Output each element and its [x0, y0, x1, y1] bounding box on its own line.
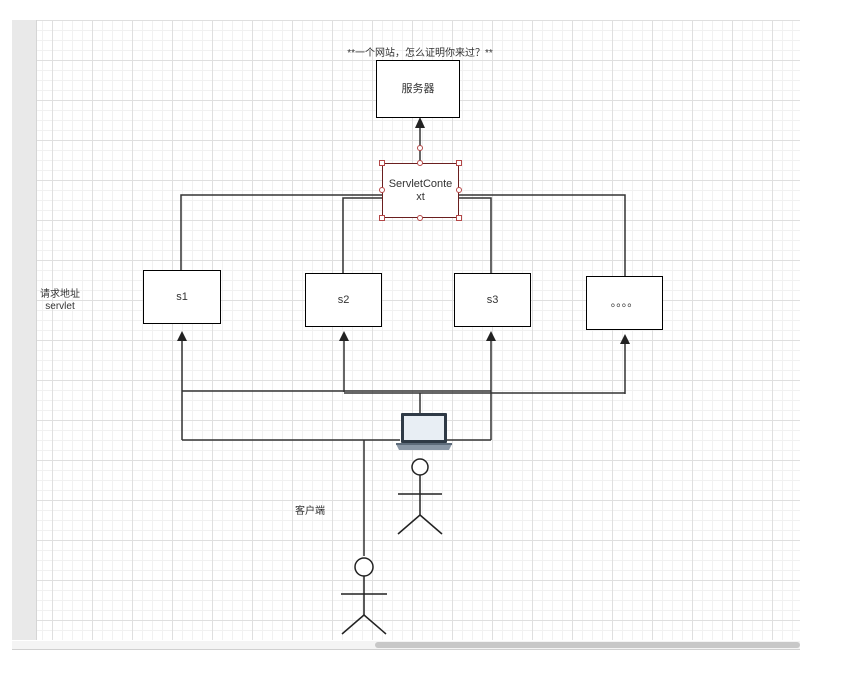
diagram-title: **一个网站，怎么证明你来过？**: [347, 48, 493, 59]
resize-handle-w[interactable]: [379, 187, 385, 193]
connector-context-s3: [458, 197, 492, 273]
person-icon: [397, 458, 443, 535]
node-servlet-context-label-line1: ServletConte: [388, 177, 453, 190]
arrowhead-s2: [339, 331, 349, 341]
arrowhead-server: [415, 117, 425, 128]
node-s2-label: s2: [337, 293, 350, 306]
connector-context-s2: [342, 197, 382, 273]
node-s3-label: s3: [486, 293, 499, 306]
resize-handle-e[interactable]: [456, 187, 462, 193]
node-s1-label: s1: [176, 290, 188, 303]
rotate-handle[interactable]: [417, 145, 423, 151]
resize-handle-nw[interactable]: [379, 160, 385, 166]
node-more[interactable]: 。。。。: [586, 276, 663, 330]
request-address-line1: 请求地址: [40, 289, 80, 300]
arrowhead-more: [620, 334, 630, 344]
arrowhead-s1: [177, 331, 187, 341]
node-s3[interactable]: s3: [454, 273, 531, 327]
request-address-label: 请求地址 servlet: [30, 289, 90, 313]
client-label: 客户端: [295, 506, 325, 517]
arrowhead-s3: [486, 331, 496, 341]
laptop-icon: [396, 413, 452, 450]
resize-handle-s[interactable]: [417, 215, 423, 221]
node-s2[interactable]: s2: [305, 273, 382, 327]
resize-handle-se[interactable]: [456, 215, 462, 221]
node-more-label: 。。。。: [610, 296, 639, 309]
person-icon: [341, 557, 387, 635]
divider: [12, 649, 800, 650]
horizontal-scrollbar-thumb[interactable]: [375, 642, 800, 648]
resize-handle-ne[interactable]: [456, 160, 462, 166]
connector-context-s1: [180, 194, 382, 270]
connector-context-more: [458, 194, 626, 276]
node-servlet-context[interactable]: ServletConte xt: [382, 163, 459, 218]
node-server-label: 服务器: [401, 82, 435, 95]
node-s1[interactable]: s1: [143, 270, 221, 324]
request-address-line2: servlet: [45, 301, 75, 312]
node-servlet-context-label-line2: xt: [416, 190, 425, 203]
resize-handle-n[interactable]: [417, 160, 423, 166]
diagram-canvas[interactable]: [12, 20, 800, 640]
node-server[interactable]: 服务器: [376, 60, 460, 118]
left-ruler: [12, 20, 37, 640]
resize-handle-sw[interactable]: [379, 215, 385, 221]
